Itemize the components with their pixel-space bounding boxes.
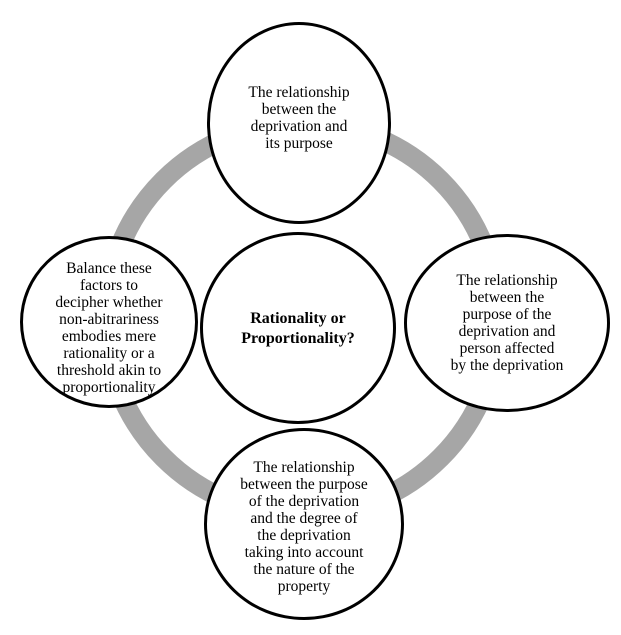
center-circle-text: Rationality or Proportionality? [241, 310, 355, 347]
left-circle-text: Balance these factors to decipher whethe… [55, 260, 163, 396]
right-circle-text: The relationship between the purpose of … [450, 272, 564, 374]
bottom-circle-text: The relationship between the purpose of … [240, 459, 368, 595]
top-circle-text: The relationship between the deprivation… [248, 84, 350, 152]
left-circle: Balance these factors to decipher whethe… [20, 236, 198, 408]
bottom-circle: The relationship between the purpose of … [204, 428, 404, 620]
top-circle: The relationship between the deprivation… [207, 22, 391, 224]
center-circle: Rationality or Proportionality? [200, 232, 396, 424]
right-circle: The relationship between the purpose of … [404, 234, 610, 412]
